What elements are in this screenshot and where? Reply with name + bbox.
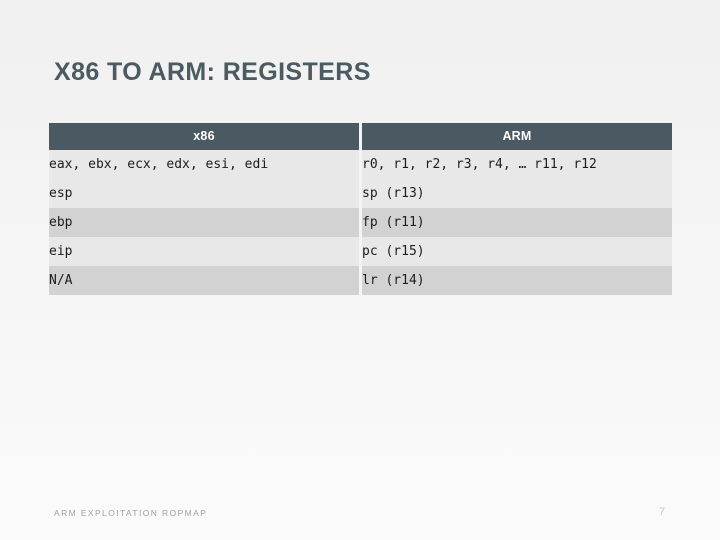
footer-page-number: 7 — [658, 506, 666, 518]
cell-arm: lr (r14) — [362, 266, 672, 295]
cell-x86: esp — [49, 179, 359, 208]
column-header-arm: ARM — [362, 123, 672, 150]
table-row: eip pc (r15) — [49, 237, 672, 266]
column-divider — [359, 208, 362, 237]
column-divider — [359, 150, 362, 179]
cell-arm: r0, r1, r2, r3, r4, … r11, r12 — [362, 150, 672, 179]
column-header-x86: x86 — [49, 123, 359, 150]
table-row: ebp fp (r11) — [49, 208, 672, 237]
table-row: esp sp (r13) — [49, 179, 672, 208]
column-divider — [359, 266, 362, 295]
page-title: X86 TO ARM: REGISTERS — [54, 58, 371, 86]
table-row: eax, ebx, ecx, edx, esi, edi r0, r1, r2,… — [49, 150, 672, 179]
cell-x86: N/A — [49, 266, 359, 295]
footer-deck-label: ARM EXPLOITATION ROPMAP — [54, 508, 208, 518]
column-divider — [359, 123, 362, 150]
cell-x86: eax, ebx, ecx, edx, esi, edi — [49, 150, 359, 179]
table-row: N/A lr (r14) — [49, 266, 672, 295]
cell-arm: pc (r15) — [362, 237, 672, 266]
table-header-row: x86 ARM — [49, 123, 672, 150]
cell-x86: eip — [49, 237, 359, 266]
register-mapping-table: x86 ARM eax, ebx, ecx, edx, esi, edi r0,… — [49, 123, 672, 295]
column-divider — [359, 179, 362, 208]
cell-x86: ebp — [49, 208, 359, 237]
cell-arm: fp (r11) — [362, 208, 672, 237]
column-divider — [359, 237, 362, 266]
table-body: eax, ebx, ecx, edx, esi, edi r0, r1, r2,… — [49, 150, 672, 295]
cell-arm: sp (r13) — [362, 179, 672, 208]
table-header: x86 ARM — [49, 123, 672, 150]
